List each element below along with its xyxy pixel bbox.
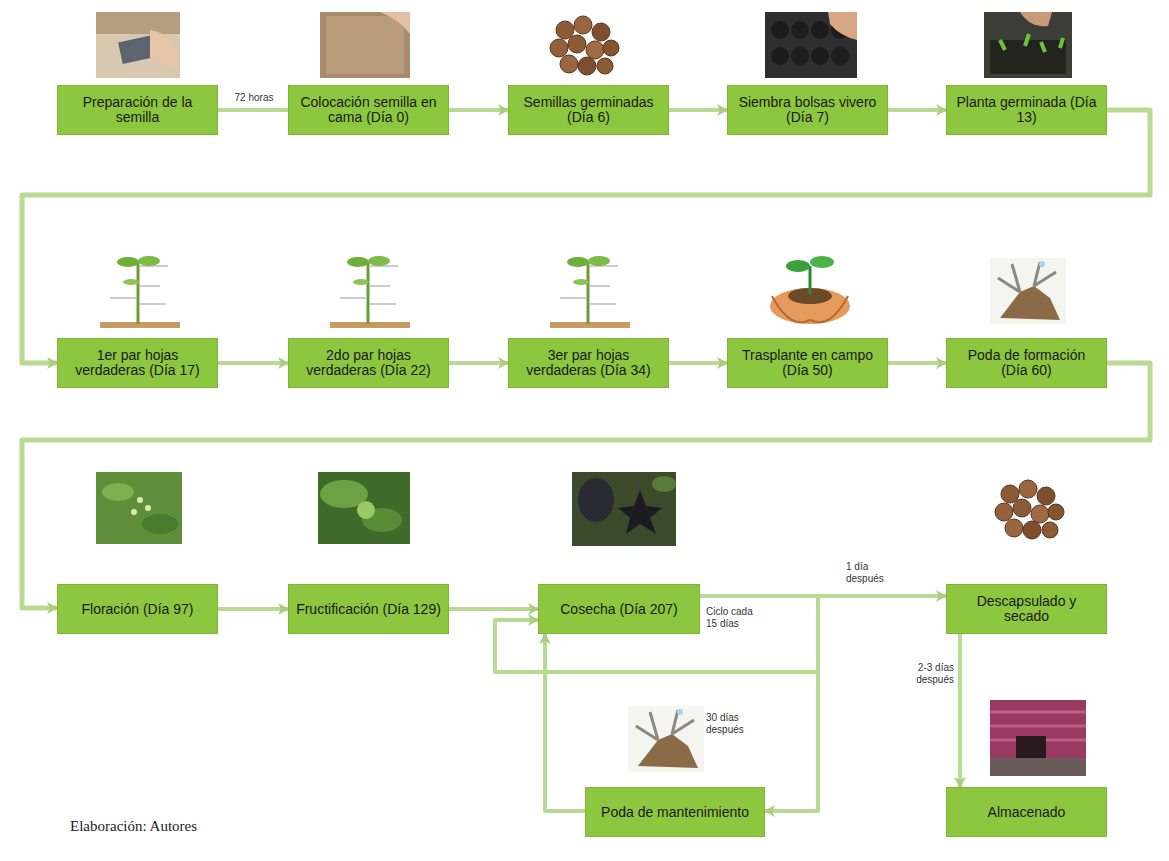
box-text: Preparación de la semilla: [64, 95, 211, 125]
seedling-drawing: [550, 256, 630, 328]
box-text: Poda de mantenimiento: [601, 805, 749, 820]
box-text: 2do par hojas verdaderas (Día 22): [295, 348, 442, 378]
edge-label: 2-3 días después: [878, 662, 954, 686]
box-text: Almacenado: [988, 805, 1066, 820]
process-box: Semillas germinadas (Día 6): [508, 85, 669, 135]
box-text: Fructificación (Día 129): [296, 602, 441, 617]
process-box: 2do par hojas verdaderas (Día 22): [288, 338, 449, 388]
process-box: Colocación semilla en cama (Día 0): [288, 85, 449, 135]
sprouts-photo: [984, 12, 1072, 78]
seedling-drawing: [330, 256, 410, 328]
credit-note: Elaboración: Autores: [70, 817, 290, 835]
process-box: Floración (Día 97): [57, 584, 218, 634]
flow-arrow: [669, 108, 727, 112]
flow-arrow: [958, 634, 962, 787]
box-text: 1er par hojas verdaderas (Día 17): [64, 348, 211, 378]
process-box: Descapsulado y secado: [946, 584, 1107, 634]
box-text: Trasplante en campo (Día 50): [734, 348, 881, 378]
process-box: Siembra bolsas vivero (Día 7): [727, 85, 888, 135]
box-text: Poda de formación (Día 60): [953, 348, 1100, 378]
flow-arrow: [449, 361, 508, 365]
timing-note: 30 días después: [706, 712, 762, 736]
box-text: Cosecha (Día 207): [560, 602, 678, 617]
process-box: Poda de mantenimiento: [585, 787, 765, 837]
process-box: Cosecha (Día 207): [538, 584, 700, 634]
storage-photo: [990, 700, 1086, 776]
flow-arrow: [218, 607, 288, 611]
flow-arrow: [218, 108, 288, 112]
box-text: Floración (Día 97): [81, 602, 193, 617]
process-box: Almacenado: [946, 787, 1107, 837]
flow-arrow: [888, 108, 946, 112]
flow-arrow: [888, 361, 946, 365]
germinated-seeds: [550, 16, 619, 75]
box-text: Siembra bolsas vivero (Día 7): [734, 95, 881, 125]
seed-bed-photo: [320, 12, 410, 78]
process-box: Planta germinada (Día 13): [946, 85, 1107, 135]
edge-label: 72 horas: [226, 92, 282, 104]
process-box: Fructificación (Día 129): [288, 584, 449, 634]
process-box: Preparación de la semilla: [57, 85, 218, 135]
dried-seeds: [995, 480, 1064, 539]
process-box: Trasplante en campo (Día 50): [727, 338, 888, 388]
maintenance-pruning-photo: [628, 706, 704, 772]
box-text: Planta germinada (Día 13): [953, 95, 1100, 125]
process-box: 1er par hojas verdaderas (Día 17): [57, 338, 218, 388]
box-text: Semillas germinadas (Día 6): [515, 95, 662, 125]
process-box: Poda de formación (Día 60): [946, 338, 1107, 388]
flow-arrow: [545, 634, 585, 811]
flow-arrow: [449, 108, 508, 112]
process-box: 3er par hojas verdaderas (Día 34): [508, 338, 669, 388]
box-text: 3er par hojas verdaderas (Día 34): [515, 348, 662, 378]
cycle-note: Ciclo cada 15 días: [706, 606, 758, 630]
flow-arrow: [449, 607, 538, 611]
hands-sprout-drawing: [770, 256, 850, 324]
edge-label: 1 día después: [846, 561, 908, 585]
flowering-photo: [96, 472, 182, 544]
harvest-photo: [572, 472, 676, 546]
flow-arrow: [669, 361, 727, 365]
flow-arrow: [700, 596, 818, 811]
fruiting-photo: [318, 472, 410, 544]
flow-arrow: [22, 110, 1150, 363]
box-text: Descapsulado y secado: [953, 594, 1100, 624]
nursery-bags-photo: [765, 12, 857, 78]
seed-prep-photo: [96, 12, 180, 78]
box-text: Colocación semilla en cama (Día 0): [295, 95, 442, 125]
seedling-drawing: [100, 256, 180, 328]
pruning-photo: [990, 258, 1066, 324]
flow-arrow: [22, 363, 1150, 608]
flow-arrow: [218, 361, 288, 365]
